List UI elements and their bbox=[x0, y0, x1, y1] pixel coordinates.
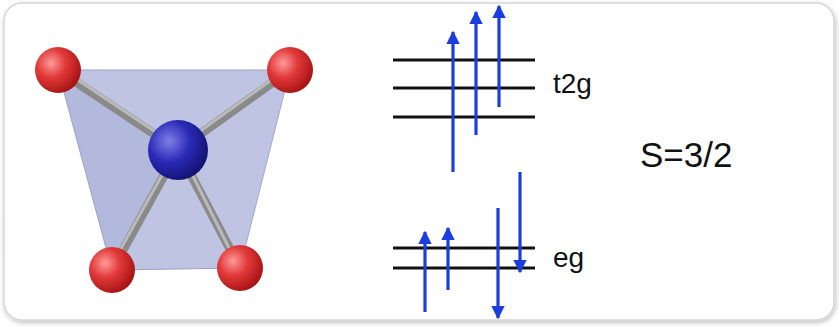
orbital-label: t2g bbox=[553, 70, 592, 98]
orbital-label: eg bbox=[553, 244, 584, 272]
spin-label: S=3/2 bbox=[640, 137, 732, 172]
panel bbox=[4, 3, 834, 320]
energy-levels bbox=[393, 60, 535, 268]
spin-arrows bbox=[425, 6, 520, 318]
tetrahedron bbox=[35, 47, 313, 293]
